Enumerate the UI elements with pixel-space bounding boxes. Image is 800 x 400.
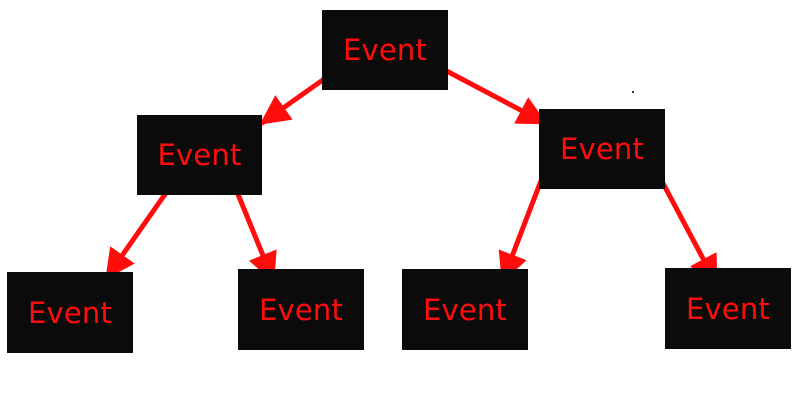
event-node-root: Event: [322, 10, 448, 90]
arrow-left-to-left-left: [104, 177, 178, 280]
event-node-left: Event: [137, 115, 262, 195]
event-node-label: Event: [559, 132, 645, 166]
event-node-label: Event: [685, 291, 771, 326]
event-node-left-left: Event: [7, 272, 133, 353]
arrow-right-to-right-right: [654, 169, 719, 286]
event-node-label: Event: [157, 138, 242, 172]
event-node-right-right: Event: [665, 268, 791, 349]
event-node-label: Event: [258, 292, 344, 327]
event-node-label: Event: [27, 295, 113, 330]
arrow-root-to-right: [436, 64, 548, 126]
arrow-left-to-left-right: [230, 179, 277, 283]
event-node-right: Event: [539, 109, 665, 189]
event-node-right-left: Event: [402, 269, 528, 350]
event-node-label: Event: [342, 33, 428, 67]
event-node-left-right: Event: [238, 269, 364, 350]
event-node-label: Event: [422, 292, 508, 327]
stray-dot: [632, 91, 634, 93]
